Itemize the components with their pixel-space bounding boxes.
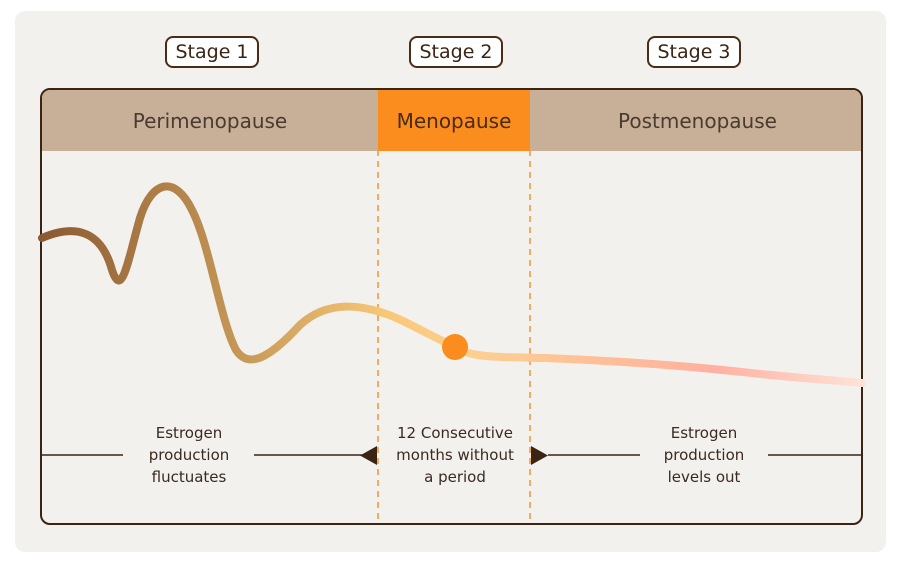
caption-perimenopause: Estrogen production fluctuates (124, 422, 254, 488)
caption-postmenopause: Estrogen production levels out (640, 422, 768, 488)
phase-perimenopause: Perimenopause (42, 90, 378, 151)
arrow-left-icon (360, 446, 377, 465)
caption-meno-line-1: 12 Consecutive (397, 424, 513, 442)
caption-meno-line-3: a period (424, 468, 486, 486)
caption-peri-line-1: Estrogen (155, 424, 223, 442)
stage-2-label: Stage 2 (409, 36, 503, 68)
stage-3-label: Stage 3 (647, 36, 741, 68)
stage-1-label: Stage 1 (165, 36, 259, 68)
phase-postmenopause: Postmenopause (530, 90, 861, 151)
caption-menopause: 12 Consecutive months without a period (386, 422, 524, 488)
caption-meno-line-2: months without (396, 446, 514, 464)
arrow-right-icon (531, 446, 548, 465)
menopause-marker (442, 334, 468, 360)
phase-menopause: Menopause (378, 90, 530, 151)
estrogen-curve (38, 182, 866, 387)
caption-post-line-2: production (663, 446, 745, 464)
timeline-panel: Perimenopause Menopause Postmenopause (40, 88, 863, 525)
caption-peri-line-3: fluctuates (151, 468, 227, 486)
caption-peri-line-2: production (148, 446, 230, 464)
caption-post-line-1: Estrogen (670, 424, 738, 442)
caption-post-line-3: levels out (667, 468, 741, 486)
